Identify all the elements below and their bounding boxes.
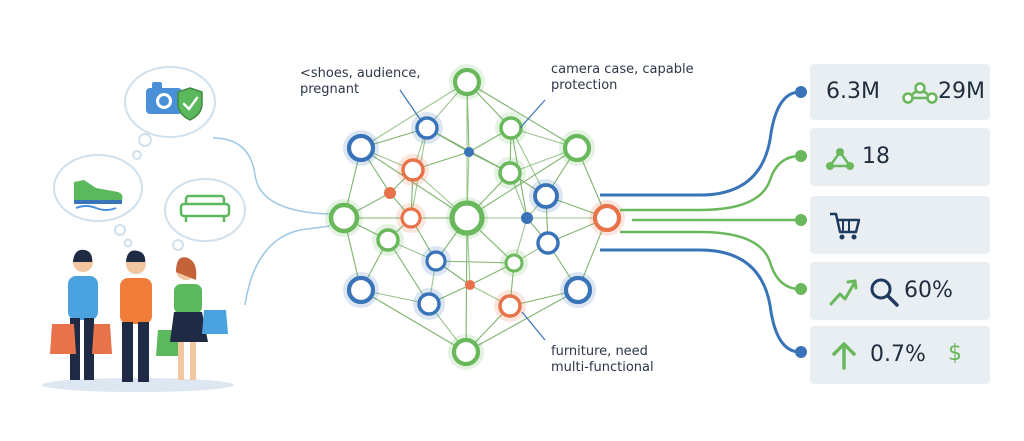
network-edge — [435, 260, 515, 264]
pointer-camera — [519, 99, 546, 129]
network-node — [396, 203, 426, 233]
metric-value-6-3m: 6.3M — [826, 79, 880, 104]
network-node — [411, 112, 443, 144]
metric-card-1: 6.3M 29M — [810, 64, 990, 120]
network-node — [536, 231, 560, 255]
annotation-camera: camera case, capable protection — [551, 62, 694, 94]
network-node — [372, 224, 404, 256]
metric-value-29m: 29M — [938, 79, 985, 104]
network-edge — [466, 147, 578, 219]
annotation-furniture-line1: furniture, need — [551, 344, 648, 359]
network-node — [413, 288, 445, 320]
network-edge — [360, 81, 468, 149]
dollar-icon: $ — [948, 341, 962, 366]
person-blue — [50, 249, 112, 380]
metric-card-4: 60% — [810, 262, 990, 320]
network-node — [589, 200, 625, 236]
network-edge — [387, 239, 430, 305]
network-edge — [466, 81, 578, 149]
network-node — [521, 212, 533, 224]
shield-check — [182, 96, 199, 111]
network-node — [449, 64, 485, 100]
pointer-furniture — [521, 311, 546, 341]
output-dot-5 — [795, 346, 807, 358]
network-node — [500, 249, 528, 277]
network-edge — [465, 289, 579, 353]
metric-value-18: 18 — [862, 144, 890, 169]
person-green — [170, 257, 228, 380]
output-dot-1 — [795, 86, 807, 98]
annotation-camera-line1: camera case, capable — [551, 62, 694, 77]
network-edge — [360, 289, 467, 353]
metric-card-3 — [810, 196, 990, 254]
metric-card-5: 0.7% $ — [810, 326, 990, 384]
network-node — [529, 179, 563, 213]
network-node — [343, 272, 379, 308]
nodes-graph-icon — [826, 148, 854, 170]
output-curve-2 — [620, 154, 801, 212]
network-node — [343, 130, 379, 166]
network-node — [494, 290, 526, 322]
person-orange — [120, 250, 180, 382]
network-node — [446, 197, 488, 239]
search-icon — [870, 278, 899, 307]
pointer-shoes — [399, 89, 423, 123]
annotation-shoes: <shoes, audience, pregnant — [300, 66, 420, 98]
output-dot-4 — [795, 283, 807, 295]
shield-icon — [177, 87, 203, 121]
nodes-graph-icon — [902, 82, 938, 104]
network-node — [464, 147, 474, 157]
shopping-cart-icon — [830, 212, 861, 240]
network-node — [465, 280, 475, 290]
growth-arrow-icon — [829, 279, 858, 306]
connector-sofa — [244, 225, 331, 306]
network-node — [494, 157, 526, 189]
annotation-furniture-line2: multi-functional — [551, 360, 654, 375]
annotation-shoes-line1: <shoes, audience, — [300, 66, 421, 81]
camera-icon — [146, 82, 182, 114]
thought-bubble-sneaker — [53, 154, 143, 248]
network-node — [560, 272, 596, 308]
network-nodes — [325, 64, 625, 370]
network-node — [559, 130, 595, 166]
metric-value-0-7-percent: 0.7% — [870, 342, 926, 367]
network-node — [495, 112, 527, 144]
metric-value-60-percent: 60% — [904, 278, 953, 303]
ground-shadow — [42, 378, 234, 392]
network-node — [421, 246, 451, 276]
output-dot-2 — [795, 150, 807, 162]
network-node — [384, 187, 396, 199]
annotation-furniture: furniture, need multi-functional — [551, 344, 654, 376]
network-node — [397, 154, 429, 186]
network-edge — [360, 147, 468, 219]
connector-camera — [212, 137, 331, 215]
network-node — [325, 199, 363, 237]
sneaker-icon — [74, 180, 123, 211]
annotation-camera-line2: protection — [551, 78, 618, 93]
annotation-shoes-line2: pregnant — [300, 82, 360, 97]
up-arrow-icon — [832, 342, 856, 370]
output-curve-1 — [600, 90, 801, 197]
network-node — [448, 334, 484, 370]
output-curve-4 — [620, 230, 801, 291]
output-dot-3 — [795, 214, 807, 226]
sofa-icon — [179, 194, 231, 222]
metric-card-2: 18 — [810, 128, 990, 186]
output-curve-5 — [600, 248, 801, 354]
